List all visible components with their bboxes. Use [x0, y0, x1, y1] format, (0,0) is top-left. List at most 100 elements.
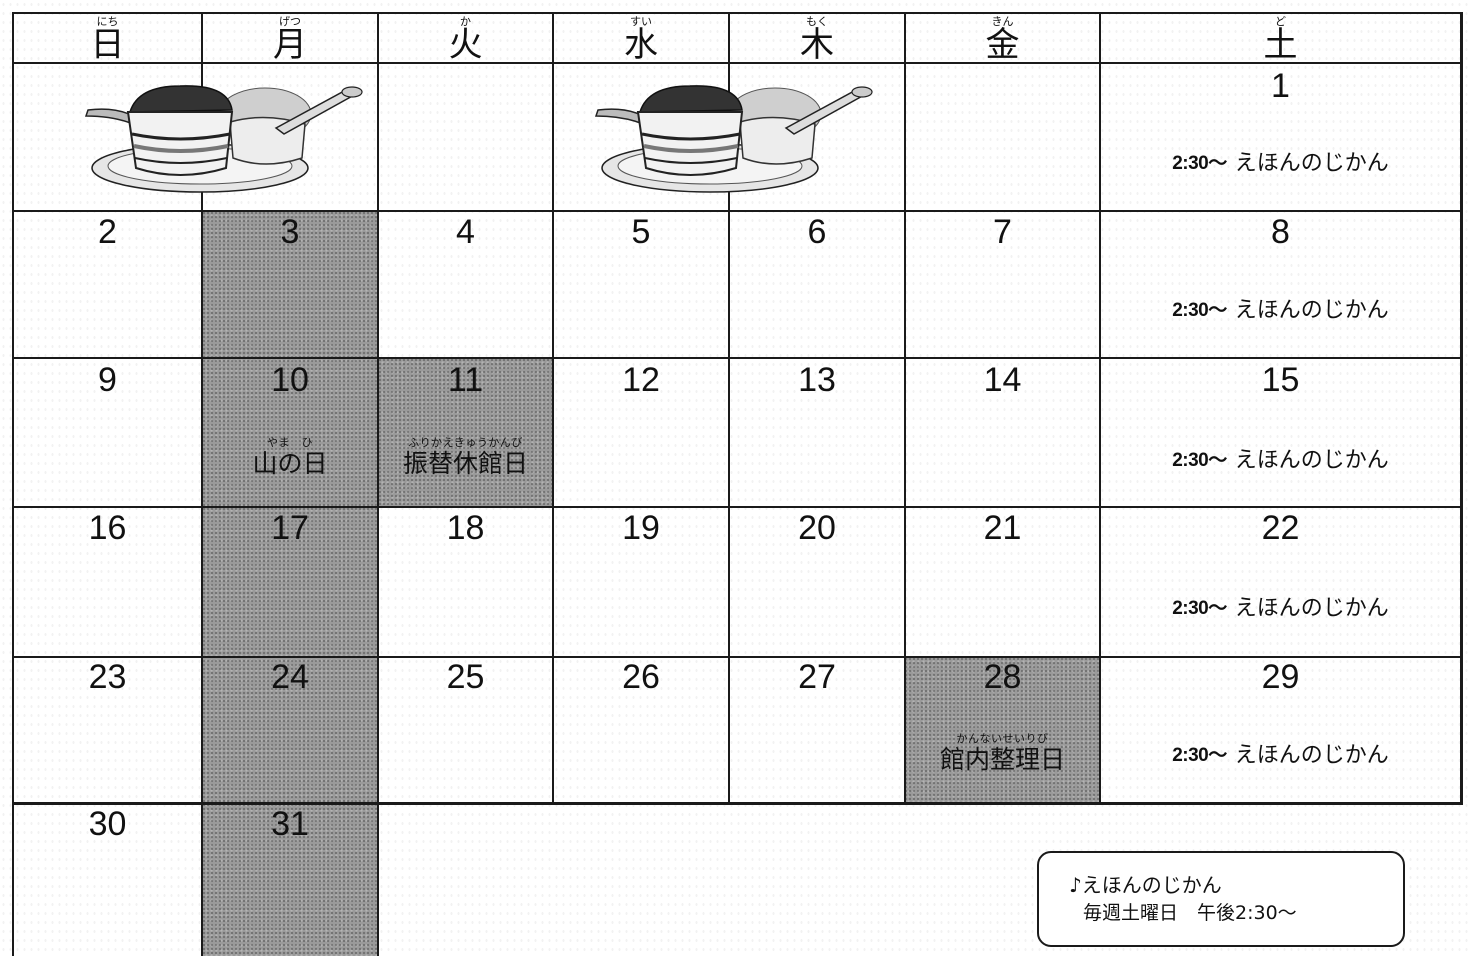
date-24: 24 — [271, 658, 309, 696]
grid-line — [12, 802, 1463, 805]
date-4: 4 — [456, 213, 475, 251]
grid-line — [377, 12, 379, 956]
storytime-event: 2:30～ えほんのじかん — [1101, 146, 1460, 176]
date-30: 30 — [88, 805, 127, 843]
weekday-label: 日 — [90, 25, 125, 65]
weekday-ruby: にち — [96, 15, 119, 28]
holiday-ruby: ふりかえきゅうかんび — [408, 436, 523, 449]
date-28: 28 — [983, 658, 1022, 696]
date-5: 5 — [631, 213, 651, 251]
note-title: ♪えほんのじかん — [1069, 873, 1222, 897]
date-1: 1 — [1271, 67, 1290, 105]
holiday-ruby: かんないせいりび — [956, 732, 1049, 745]
holiday-name: 山の日 — [252, 449, 328, 478]
weekday-header-tue: か 火 — [379, 12, 552, 65]
weekday-label: 木 — [800, 25, 834, 65]
weekday-ruby: すい — [630, 15, 652, 28]
date-26: 26 — [622, 658, 660, 696]
date-16: 16 — [88, 509, 127, 547]
date-17: 17 — [271, 509, 309, 547]
grid-line — [1099, 12, 1101, 804]
date-29: 29 — [1261, 658, 1300, 696]
weekday-header-sun: にち 日 — [14, 12, 201, 65]
event-time: 2:30～ — [1172, 152, 1227, 174]
grid-line — [12, 656, 1462, 658]
date-10: 10 — [271, 361, 309, 399]
date-8: 8 — [1271, 213, 1290, 251]
date-12: 12 — [622, 361, 660, 399]
holiday-inventory: かんないせいりび 館内整理日 — [906, 732, 1099, 775]
grid-line — [12, 62, 1462, 64]
weekday-ruby: もく — [806, 15, 828, 28]
holiday-name: 振替休館日 — [402, 449, 528, 478]
event-time: 2:30～ — [1172, 449, 1227, 471]
date-9: 9 — [98, 361, 117, 399]
weekday-ruby: か — [460, 15, 471, 28]
weekday-header-sat: ど 土 — [1101, 12, 1460, 65]
event-name: えほんのじかん — [1234, 298, 1389, 323]
weekday-label: 火 — [448, 25, 483, 65]
grid-line — [1460, 12, 1463, 805]
event-name: えほんのじかん — [1234, 596, 1389, 621]
date-11: 11 — [447, 361, 484, 399]
event-time: 2:30～ — [1172, 299, 1227, 321]
weekday-label: 土 — [1263, 25, 1298, 65]
event-name: えほんのじかん — [1234, 743, 1389, 768]
shaved-ice-dessert-icon — [594, 85, 873, 193]
event-time: 2:30～ — [1172, 744, 1227, 766]
weekday-header-thu: もく 木 — [730, 12, 904, 65]
date-7: 7 — [993, 213, 1012, 251]
grid-line — [12, 210, 1462, 212]
holiday-name: 館内整理日 — [939, 745, 1065, 774]
event-name: えほんのじかん — [1234, 151, 1389, 176]
storytime-event: 2:30～ えほんのじかん — [1101, 293, 1460, 323]
date-25: 25 — [446, 658, 485, 696]
date-23: 23 — [88, 658, 127, 696]
weekday-label: 水 — [624, 25, 658, 65]
grid-line — [12, 12, 1462, 14]
closed-monday-column — [202, 211, 378, 956]
date-14: 14 — [983, 361, 1022, 399]
storytime-event: 2:30～ えほんのじかん — [1101, 591, 1460, 621]
holiday-mountain-day: やま ひ 山の日 — [203, 436, 377, 479]
date-27: 27 — [798, 658, 836, 696]
closed-day-11 — [378, 358, 554, 506]
date-3: 3 — [280, 213, 300, 251]
storytime-note: ♪えほんのじかん 毎週土曜日 午後2:30～ — [1037, 851, 1405, 947]
weekday-header-wed: すい 水 — [554, 12, 728, 65]
grid-line — [728, 12, 730, 804]
date-19: 19 — [622, 509, 660, 547]
grid-line — [201, 12, 203, 956]
weekday-ruby: ど — [1275, 15, 1286, 28]
grid-line — [904, 12, 906, 804]
weekday-label: 月 — [273, 25, 307, 65]
weekday-label: 金 — [985, 25, 1020, 65]
grid-line — [12, 12, 14, 956]
date-13: 13 — [798, 361, 836, 399]
date-20: 20 — [798, 509, 836, 547]
event-name: えほんのじかん — [1234, 448, 1389, 473]
shaved-ice-dessert-icon — [84, 85, 363, 193]
weekday-header-mon: げつ 月 — [203, 12, 377, 65]
date-18: 18 — [446, 509, 485, 547]
closed-day-28 — [904, 657, 1100, 803]
date-15: 15 — [1261, 361, 1300, 399]
event-time: 2:30～ — [1172, 597, 1227, 619]
holiday-substitute-closed: ふりかえきゅうかんび 振替休館日 — [379, 436, 552, 479]
grid-line — [12, 506, 1462, 508]
holiday-ruby: やま ひ — [267, 436, 313, 449]
weekday-ruby: きん — [991, 15, 1014, 28]
date-2: 2 — [98, 213, 117, 251]
grid-line — [552, 12, 554, 804]
weekday-ruby: げつ — [279, 15, 301, 28]
date-21: 21 — [983, 509, 1022, 547]
weekday-header-fri: きん 金 — [906, 12, 1099, 65]
storytime-event: 2:30～ えほんのじかん — [1101, 738, 1460, 768]
date-6: 6 — [807, 213, 827, 251]
date-22: 22 — [1261, 509, 1300, 547]
note-schedule: 毎週土曜日 午後2:30～ — [1083, 902, 1297, 924]
grid-line — [12, 357, 1462, 359]
date-31: 31 — [271, 805, 309, 843]
storytime-event: 2:30～ えほんのじかん — [1101, 443, 1460, 473]
